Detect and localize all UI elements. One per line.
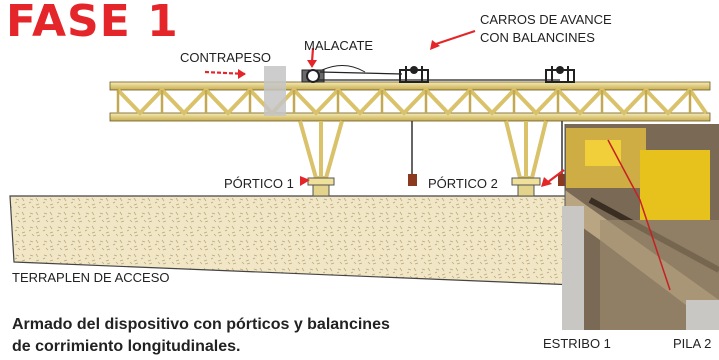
carriage-2 — [545, 66, 575, 83]
label-portal-1: PÓRTICO 1 — [224, 176, 294, 191]
label-pier: PILA 2 — [673, 336, 712, 351]
caption: Armado del dispositivo con pórticos y ba… — [12, 314, 390, 358]
site-photo — [562, 124, 719, 330]
portal-frame-1 — [298, 120, 344, 197]
phase-title: FASE 1 — [6, 0, 179, 47]
portal-frame-2 — [504, 120, 548, 197]
counterweight — [264, 66, 286, 116]
caption-line-1: Armado del dispositivo con pórticos y ba… — [12, 316, 390, 333]
label-carriages-line1: CARROS DE AVANCE — [480, 12, 612, 27]
label-portal-2: PÓRTICO 2 — [428, 176, 498, 191]
caption-line-2: de corrimiento longitudinales. — [12, 338, 241, 355]
winch-cable — [318, 71, 560, 81]
winch — [301, 69, 325, 83]
carriage-1 — [399, 66, 429, 83]
label-carriages-line2: CON BALANCINES — [480, 30, 595, 45]
label-counterweight: CONTRAPESO — [180, 50, 272, 65]
label-embankment: TERRAPLEN DE ACCESO — [12, 270, 170, 285]
launching-truss — [109, 81, 711, 122]
label-winch: MALACATE — [304, 38, 374, 53]
label-abutment: ESTRIBO 1 — [543, 336, 611, 351]
arrows — [204, 29, 565, 187]
